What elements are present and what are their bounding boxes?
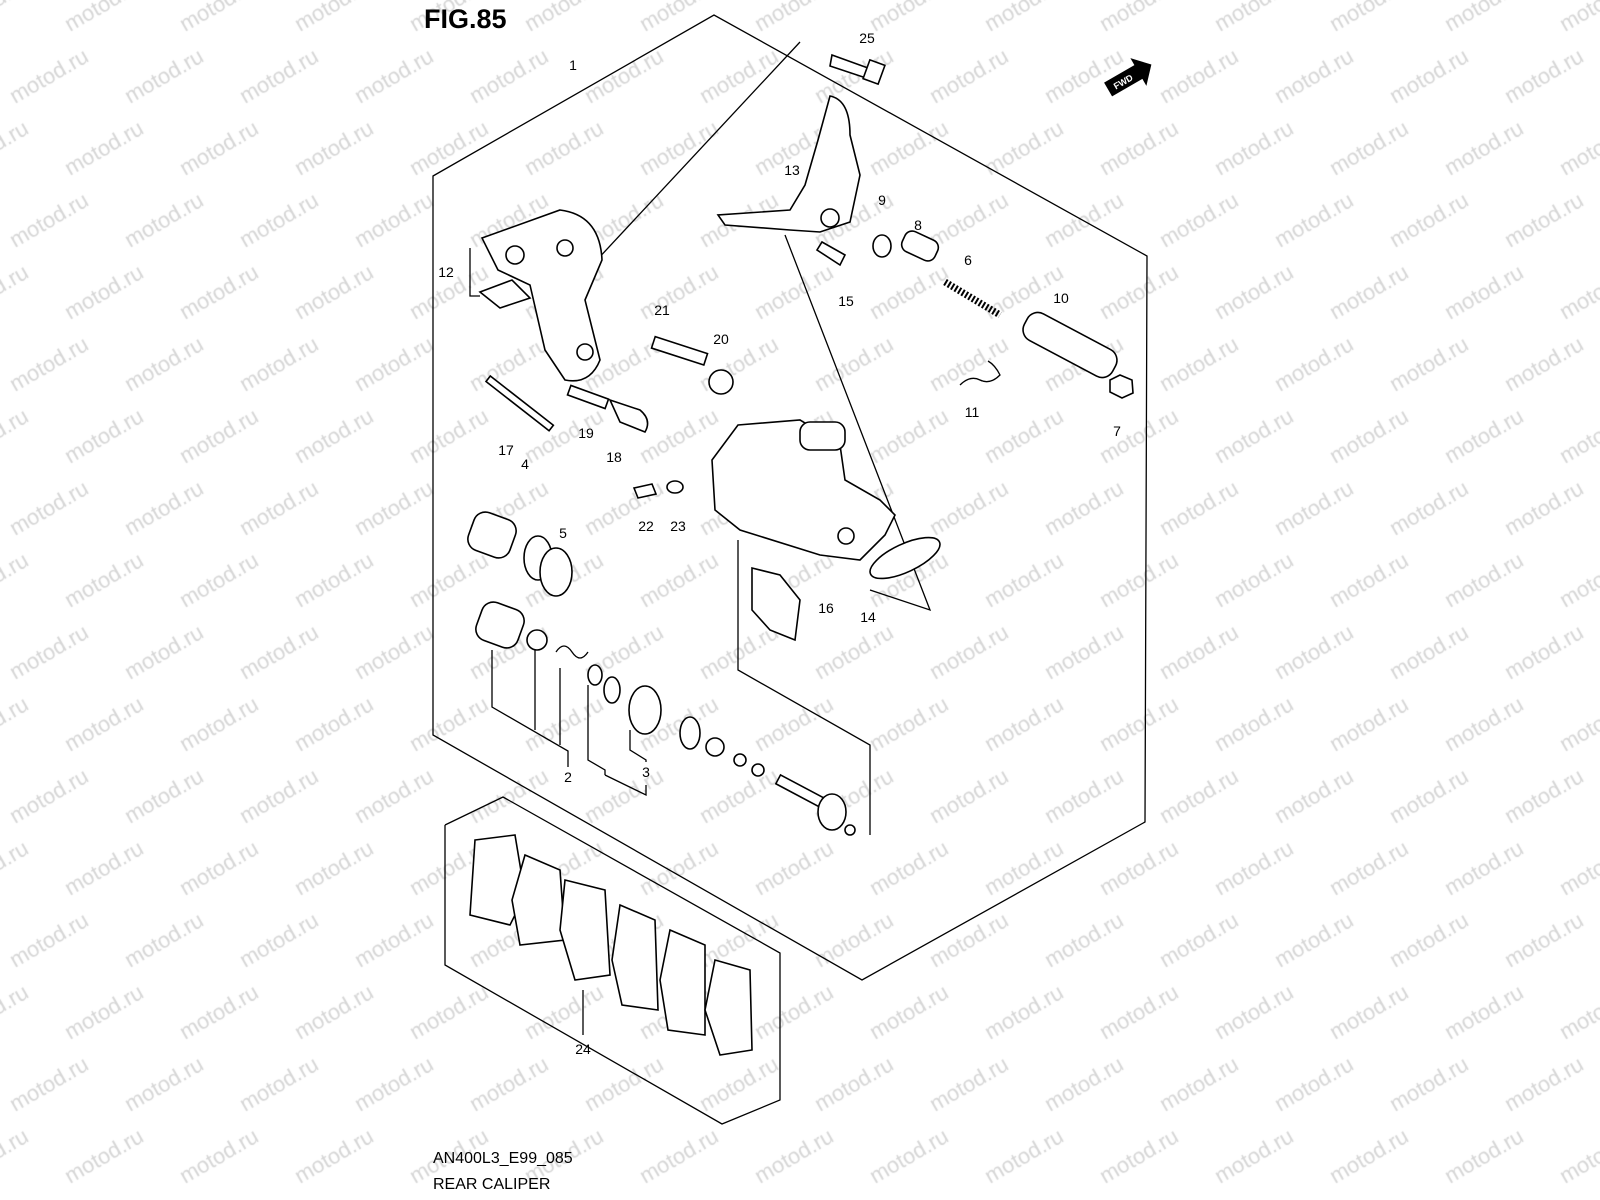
bracket-hole	[505, 245, 525, 265]
callout-1: 1	[569, 57, 577, 73]
callout-17: 17	[498, 442, 514, 458]
part-circlip-3	[679, 716, 701, 750]
assembly-frame-1	[432, 14, 1148, 981]
leader	[604, 774, 647, 797]
part-ring	[733, 753, 747, 767]
part-adjuster	[526, 629, 548, 651]
callout-8: 8	[914, 217, 922, 233]
callout-22: 22	[638, 518, 654, 534]
callout-11: 11	[965, 404, 980, 420]
part-bolt-25-head	[862, 58, 886, 86]
figure-code: AN400L3_E99_085	[433, 1150, 573, 1167]
leader	[587, 685, 606, 775]
leader	[469, 248, 480, 297]
part-spring-11	[959, 360, 1001, 386]
part-arm-10	[1022, 311, 1118, 379]
part-spring-6	[943, 278, 1002, 319]
part-ring	[751, 763, 765, 777]
part-circlip	[603, 676, 621, 704]
bracket-hole	[576, 343, 594, 361]
part-brake-pads	[469, 834, 753, 1056]
leader-frame-3	[737, 540, 871, 835]
part-parking-lever	[716, 95, 861, 233]
leader-3	[629, 730, 647, 762]
part-piston-4	[467, 511, 517, 559]
callout-4: 4	[521, 456, 529, 472]
callout-2: 2	[564, 769, 572, 785]
callout-9: 9	[878, 192, 886, 208]
part-cap-23	[666, 480, 684, 494]
part-o-ring-9	[872, 234, 892, 258]
callout-10: 10	[1053, 290, 1069, 306]
part-washer	[705, 737, 725, 757]
callout-5: 5	[559, 525, 567, 541]
lever-hole	[820, 208, 840, 228]
part-ring	[844, 824, 856, 836]
part-adjust-nut	[817, 793, 847, 831]
part-pin-17	[484, 374, 555, 432]
part-seal-3	[628, 685, 662, 735]
caliper-cylinder	[799, 421, 846, 451]
callout-16: 16	[818, 600, 834, 616]
callout-23: 23	[670, 518, 686, 534]
callout-20: 20	[713, 331, 729, 347]
callout-6: 6	[964, 252, 972, 268]
callout-14: 14	[860, 609, 876, 625]
part-bolt-15	[815, 240, 847, 267]
part-bolt-25	[829, 53, 869, 80]
part-pin-18	[608, 398, 649, 433]
part-nut-7	[1109, 374, 1134, 399]
part-bleeder-22	[632, 483, 658, 499]
callout-12: 12	[438, 264, 454, 280]
figure-title: FIG.85	[424, 4, 507, 34]
part-bolt-19	[566, 384, 610, 410]
callout-15: 15	[838, 293, 854, 309]
part-bracket-clip	[478, 279, 532, 309]
callout-25: 25	[859, 30, 875, 46]
part-gasket-14	[869, 536, 941, 580]
part-bushing-20	[708, 369, 734, 395]
leader-frame-caliper	[784, 234, 932, 612]
part-spring-2	[555, 645, 589, 659]
bracket-hole	[556, 239, 574, 257]
caliper-hole	[837, 527, 855, 545]
part-piston-2	[475, 601, 525, 649]
callout-19: 19	[578, 425, 594, 441]
callout-24: 24	[575, 1041, 591, 1057]
part-pad-spring-16	[751, 566, 801, 642]
assembly-frame-24	[444, 796, 781, 1125]
callout-3: 3	[642, 764, 650, 780]
leader-2	[491, 650, 569, 767]
callout-18: 18	[606, 449, 622, 465]
callout-7: 7	[1113, 423, 1121, 439]
part-bolt-21	[650, 335, 709, 367]
leader-frame-13	[594, 41, 801, 263]
part-boot-8	[900, 230, 940, 262]
callout-13: 13	[784, 162, 800, 178]
fwd-arrow-icon: FWD	[1104, 58, 1152, 97]
part-ring	[587, 664, 603, 686]
callout-21: 21	[654, 302, 670, 318]
figure-caption: REAR CALIPER	[433, 1176, 551, 1193]
part-seal-5b	[539, 547, 573, 597]
